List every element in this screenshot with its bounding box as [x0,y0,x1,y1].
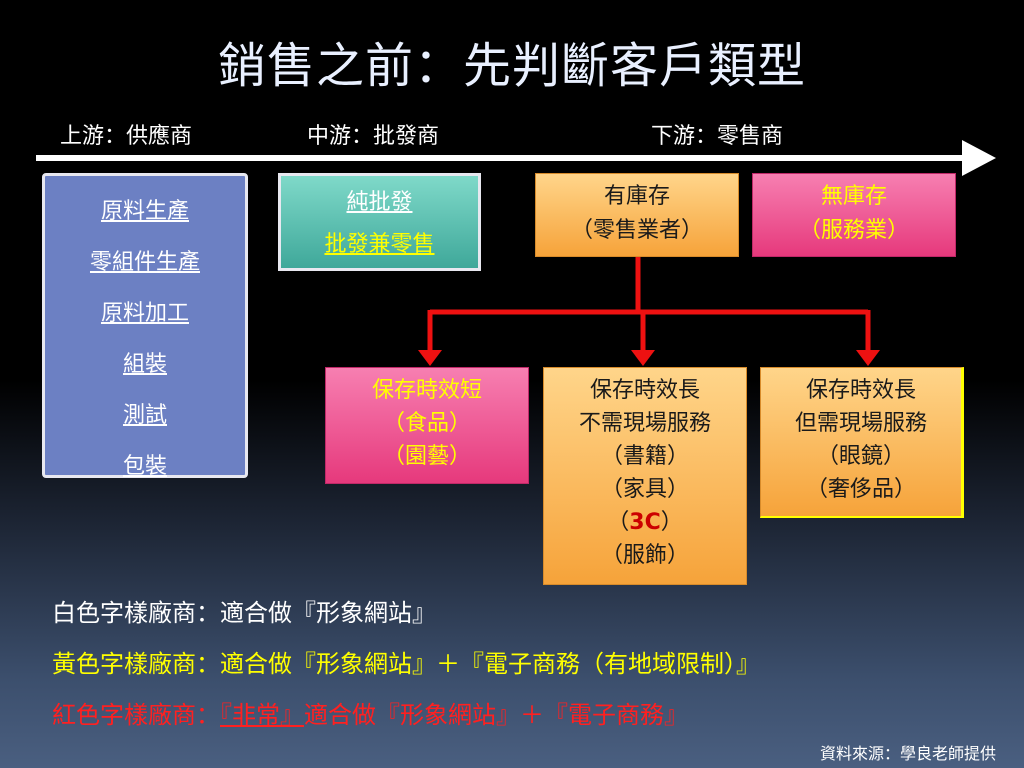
paren-open: （ [607,510,630,535]
box-line: 不需現場服務 [578,411,711,436]
box-line: （零售業者） [570,218,703,243]
source-credit: 資料來源：學良老師提供 [819,744,996,763]
midstream-box: 純批發 批發兼零售 [278,173,481,271]
box-line: 保存時效長 [589,378,700,403]
upstream-item[interactable]: 零組件生產 [89,250,200,275]
box-line: 無庫存 [820,184,887,209]
upstream-box: 原料生產 零組件生產 原料加工 組裝 測試 包裝 [42,173,248,479]
box-line: 保存時效長 [805,378,916,403]
arrow-right-icon [962,140,996,176]
box-line: 有庫存 [603,184,670,209]
box-line: （書籍） [600,444,689,469]
legend-red-text: 紅色字樣廠商：『非常』適合做『形象網站』＋『電子商務』 [52,695,688,730]
arrow-down-icon [418,350,442,366]
midstream-item-wholesale-retail[interactable]: 批發兼零售 [324,232,435,257]
branch-long-shelf-life-box: 保存時效長 不需現場服務 （書籍） （家具） （3C） （服飾） [543,367,747,585]
box-line: （眼鏡） [816,444,905,469]
retail-inventory-box: 有庫存 （零售業者） [535,173,739,257]
box-line: （家具） [600,477,689,502]
box-line: （服務業） [798,218,909,243]
branch-on-site-service-box: 保存時效長 但需現場服務 （眼鏡） （奢侈品） [760,367,964,518]
upstream-item[interactable]: 組裝 [122,352,167,377]
box-line: （食品） [382,411,471,436]
legend-red-suffix: 適合做『形象網站』＋『電子商務』 [304,701,688,729]
box-line: 保存時效短 [371,378,482,403]
legend-red-prefix: 紅色字樣廠商： [52,701,220,729]
page-title: 銷售之前：先判斷客戶類型 [217,38,806,94]
upstream-item[interactable]: 測試 [122,403,167,428]
upstream-item[interactable]: 包裝 [122,454,167,479]
arrow-down-icon [856,350,880,366]
upstream-item[interactable]: 原料生產 [100,199,189,224]
stage-downstream-label: 下游：零售商 [651,124,784,149]
box-line: （服飾） [600,543,689,568]
midstream-item-pure-wholesale[interactable]: 純批發 [346,190,413,215]
paren-close: ） [660,510,683,535]
box-line: （3C） [544,506,746,539]
stage-midstream-label: 中游：批發商 [307,124,440,149]
box-line: 但需現場服務 [794,411,927,436]
stage-upstream-label: 上游：供應商 [60,124,193,149]
retail-no-inventory-box: 無庫存 （服務業） [752,173,956,257]
legend-white-text: 白色字樣廠商：適合做『形象網站』 [52,599,436,627]
branch-short-shelf-life-box: 保存時效短 （食品） （園藝） [325,367,529,484]
legend-yellow-text: 黃色字樣廠商：適合做『形象網站』＋『電子商務（有地域限制）』 [52,650,760,678]
box-line: （奢侈品） [805,477,916,502]
upstream-item[interactable]: 原料加工 [100,301,189,326]
supply-chain-arrow-line [36,155,966,161]
legend-red-emphasis-link[interactable]: 『非常』 [220,701,304,729]
3c-label: 3C [629,510,661,535]
box-line: （園藝） [382,444,471,469]
arrow-down-icon [631,350,655,366]
